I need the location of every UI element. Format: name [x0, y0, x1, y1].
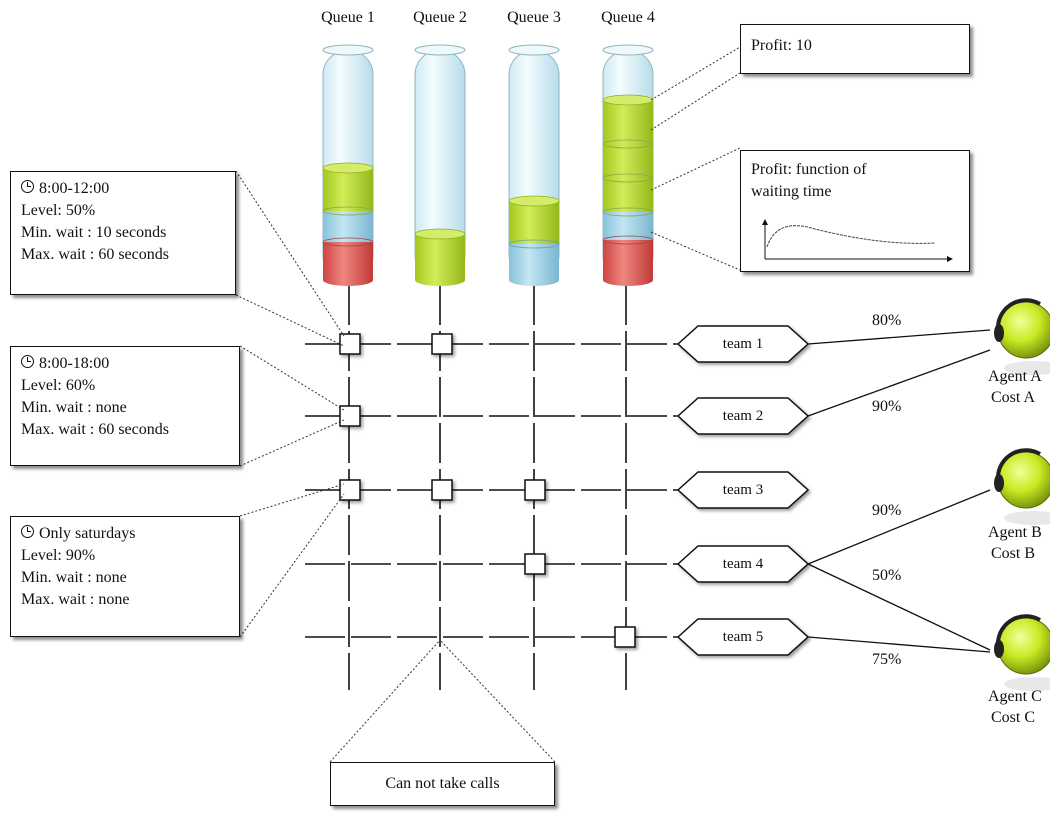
- profit-function-line2: waiting time: [751, 183, 832, 200]
- agent-a-label: Agent A Cost A: [980, 366, 1050, 414]
- agent-c-label: Agent C Cost C: [980, 686, 1050, 734]
- junction-q3-t4[interactable]: [524, 553, 546, 575]
- team-3-shape[interactable]: [676, 471, 810, 509]
- schedule-3-max-wait: Max. wait : none: [21, 591, 130, 608]
- link-team2-agentA: [807, 349, 991, 417]
- agent-c-name: Agent C: [988, 688, 1042, 705]
- agent-a-icon: [994, 298, 1050, 375]
- grid-verticals: [348, 285, 627, 690]
- agent-b-cost: Cost B: [991, 545, 1036, 562]
- schedule-1-time: 8:00-12:00: [39, 180, 110, 197]
- link-team4-agentC: [807, 563, 991, 651]
- pct-team2-agentA: 90%: [872, 398, 902, 415]
- queue-2-label: Queue 2: [413, 9, 467, 26]
- junction-q1-t3[interactable]: [339, 479, 361, 501]
- junctions: [339, 333, 636, 648]
- tube-3-green-level: [509, 201, 559, 244]
- schedule-box-2: 8:00-18:00 Level: 60% Min. wait : none M…: [10, 346, 240, 466]
- agent-a-name: Agent A: [988, 368, 1042, 385]
- schedule-1-level: Level: 50%: [21, 202, 96, 219]
- clock-icon: [21, 525, 34, 538]
- queue-tube-3: [508, 44, 560, 286]
- team-1-label: team 1: [722, 336, 764, 352]
- callout-connectors: [235, 46, 741, 763]
- clock-icon: [21, 355, 34, 368]
- grid-horizontals: [305, 343, 678, 638]
- queue-tube-1: [322, 44, 374, 286]
- team-5-label: team 5: [722, 629, 764, 645]
- schedule-2-max-wait: Max. wait : 60 seconds: [21, 421, 169, 438]
- schedule-3-level: Level: 90%: [21, 547, 96, 564]
- team-agent-links: [807, 329, 991, 653]
- pct-team1-agentA: 80%: [872, 312, 902, 329]
- profit-function-line1: Profit: function of: [751, 161, 867, 178]
- team-hexagons: [676, 325, 810, 656]
- schedule-3-min-wait: Min. wait : none: [21, 569, 127, 586]
- agent-b-label: Agent B Cost B: [980, 522, 1050, 570]
- profit-fixed-box: Profit: 10: [740, 24, 970, 74]
- junction-q4-t5[interactable]: [614, 626, 636, 648]
- schedule-1-min-wait: Min. wait : 10 seconds: [21, 224, 167, 241]
- schedule-2-min-wait: Min. wait : none: [21, 399, 127, 416]
- queue-3-label: Queue 3: [507, 9, 561, 26]
- tube-4-green-level: [603, 100, 653, 212]
- queue-1-label: Queue 1: [321, 9, 375, 26]
- profit-fixed-text: Profit: 10: [751, 37, 812, 54]
- pct-team4-agentB: 90%: [872, 502, 902, 519]
- no-calls-box: Can not take calls: [330, 762, 555, 806]
- agent-c-icon: [994, 614, 1050, 691]
- agent-b-icon: [994, 448, 1050, 525]
- schedule-2-level: Level: 60%: [21, 377, 96, 394]
- profit-curve-icon: [762, 219, 953, 262]
- agent-b-name: Agent B: [988, 524, 1042, 541]
- queue-tube-4: [602, 44, 654, 286]
- junction-q2-t3[interactable]: [431, 479, 453, 501]
- team-4-label: team 4: [722, 556, 764, 572]
- team-3-label: team 3: [722, 482, 764, 498]
- junction-q1-t1[interactable]: [339, 333, 361, 355]
- schedule-3-time: Only saturdays: [39, 525, 136, 542]
- link-team4-agentB: [807, 489, 991, 565]
- profit-function-box: Profit: function of waiting time: [740, 150, 970, 272]
- link-team1-agentA: [807, 329, 991, 345]
- queue-4-label: Queue 4: [601, 9, 655, 26]
- agent-a-cost: Cost A: [991, 389, 1036, 406]
- link-team5-agentC: [807, 636, 991, 653]
- clock-icon: [21, 180, 34, 193]
- junction-q1-t2[interactable]: [339, 405, 361, 427]
- schedule-box-1: 8:00-12:00 Level: 50% Min. wait : 10 sec…: [10, 171, 236, 295]
- schedule-1-max-wait: Max. wait : 60 seconds: [21, 246, 169, 263]
- schedule-2-time: 8:00-18:00: [39, 355, 110, 372]
- agent-c-cost: Cost C: [991, 709, 1036, 726]
- tube-1-green-level: [323, 168, 373, 211]
- queue-tube-2: [414, 44, 466, 286]
- junction-q2-t1[interactable]: [431, 333, 453, 355]
- team-2-label: team 2: [722, 408, 764, 424]
- junction-q3-t3[interactable]: [524, 479, 546, 501]
- no-calls-text: Can not take calls: [385, 775, 500, 792]
- tube-1-blue-level: [323, 211, 373, 242]
- pct-team4-agentC: 50%: [872, 567, 902, 584]
- schedule-box-3: Only saturdays Level: 90% Min. wait : no…: [10, 516, 240, 637]
- pct-team5-agentC: 75%: [872, 651, 902, 668]
- tube-4-blue-level: [603, 212, 653, 240]
